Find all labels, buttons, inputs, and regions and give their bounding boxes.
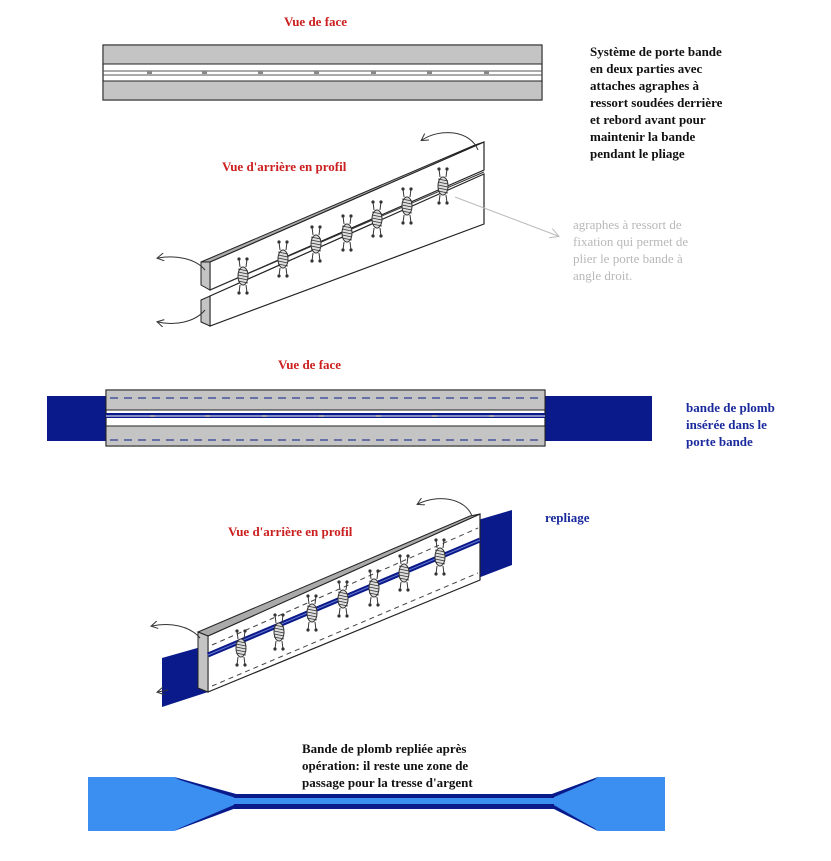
fold-arrow-icon <box>158 257 206 271</box>
rear-view-title: Vue d'arrière en profil <box>222 159 347 174</box>
folding-label: repliage <box>545 510 590 525</box>
rear-view-title-2: Vue d'arrière en profil <box>228 524 353 539</box>
front-view-title-2: Vue de face <box>278 357 342 372</box>
spring-clip-icon <box>401 187 413 225</box>
spring-clip-icon <box>398 554 410 592</box>
spring-clip-icon <box>437 167 449 205</box>
spring-clip-icon <box>235 629 247 667</box>
fold-arrow-icon <box>158 309 206 324</box>
fold-arrow-icon <box>422 132 479 151</box>
spring-clip-icon <box>341 214 353 252</box>
result-note: Bande de plomb repliée après opération: … <box>302 741 473 790</box>
spring-clip-icon <box>277 240 289 278</box>
lead-band-note: bande de plomb insérée dans le porte ban… <box>686 400 775 449</box>
rear-profile-empty-holder <box>158 132 558 326</box>
spring-clip-icon <box>434 538 446 576</box>
system-description: Système de porte bande en deux parties a… <box>590 44 723 161</box>
spring-clip-icon <box>273 613 285 651</box>
folded-lead-band <box>88 777 665 831</box>
front-view-empty-holder <box>102 44 543 101</box>
spring-clip-icon <box>310 225 322 263</box>
spring-clip-icon <box>368 569 380 607</box>
front-view-with-lead-band <box>47 389 652 447</box>
spring-clip-note: agraphes à ressort de fixation qui perme… <box>573 217 689 283</box>
spring-clip-icon <box>371 200 383 238</box>
spring-clips <box>237 167 449 295</box>
fold-arrow-icon <box>158 690 169 692</box>
spring-clip-icon <box>337 580 349 618</box>
fold-arrow-icon <box>418 499 473 517</box>
spring-clips <box>235 538 446 667</box>
front-view-title: Vue de face <box>284 14 348 29</box>
fold-arrow-icon <box>152 625 201 639</box>
spring-clip-icon <box>237 257 249 295</box>
pointer-arrow-icon <box>454 196 558 236</box>
rear-profile-with-lead-band <box>152 499 512 707</box>
spring-clip-icon <box>306 594 318 632</box>
